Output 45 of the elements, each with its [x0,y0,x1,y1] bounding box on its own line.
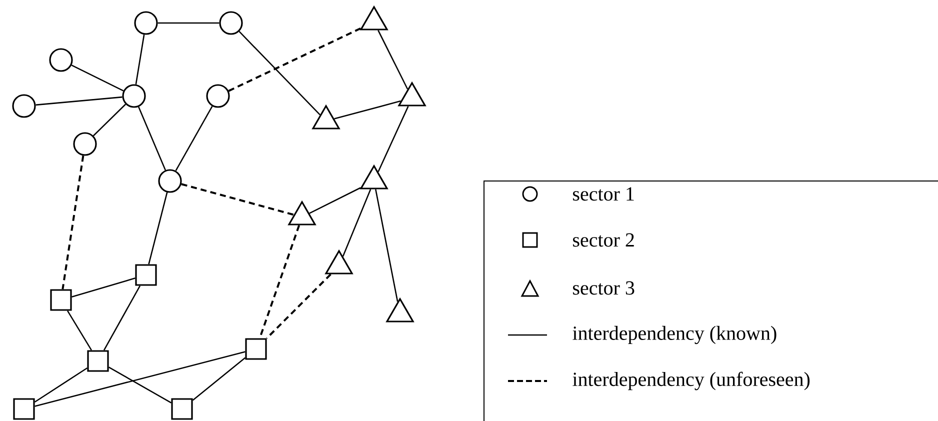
line [67,310,92,351]
line [148,192,168,264]
line [175,106,213,172]
line [36,96,122,106]
square-node [135,264,157,286]
dashed-line [228,27,362,92]
circle-node [122,84,146,108]
line [138,106,166,170]
line [34,367,88,403]
line [72,278,136,298]
circle-node [134,11,158,35]
circle-node [49,48,73,72]
square-node [13,398,35,420]
line [34,351,246,407]
legend-label: sector 2 [573,233,634,247]
line [238,31,320,116]
circle-node [219,11,243,35]
line [378,30,408,90]
circle-node [73,132,97,156]
line [158,22,220,24]
circle-node [12,94,36,118]
dashed-line [181,183,294,216]
line [135,34,145,84]
square-node [87,350,109,372]
line [342,189,372,257]
square-node [50,289,72,311]
dashed-line [266,274,332,339]
line [108,366,172,404]
line [378,106,409,172]
line [103,285,141,351]
legend-label: sector 3 [573,281,634,295]
line [374,189,398,302]
line [192,357,246,401]
legend-label: interdependency (known) [572,326,776,344]
dashed-line [62,156,84,290]
line [309,187,361,214]
square-node [171,398,193,420]
legend-label: sector 1 [573,187,634,201]
circle-node [158,169,182,193]
square-node [245,338,267,360]
circle-node [206,84,230,108]
line [92,104,126,136]
legend-label: interdependency (unforeseen) [572,372,810,390]
line [71,64,124,92]
line [334,100,401,120]
